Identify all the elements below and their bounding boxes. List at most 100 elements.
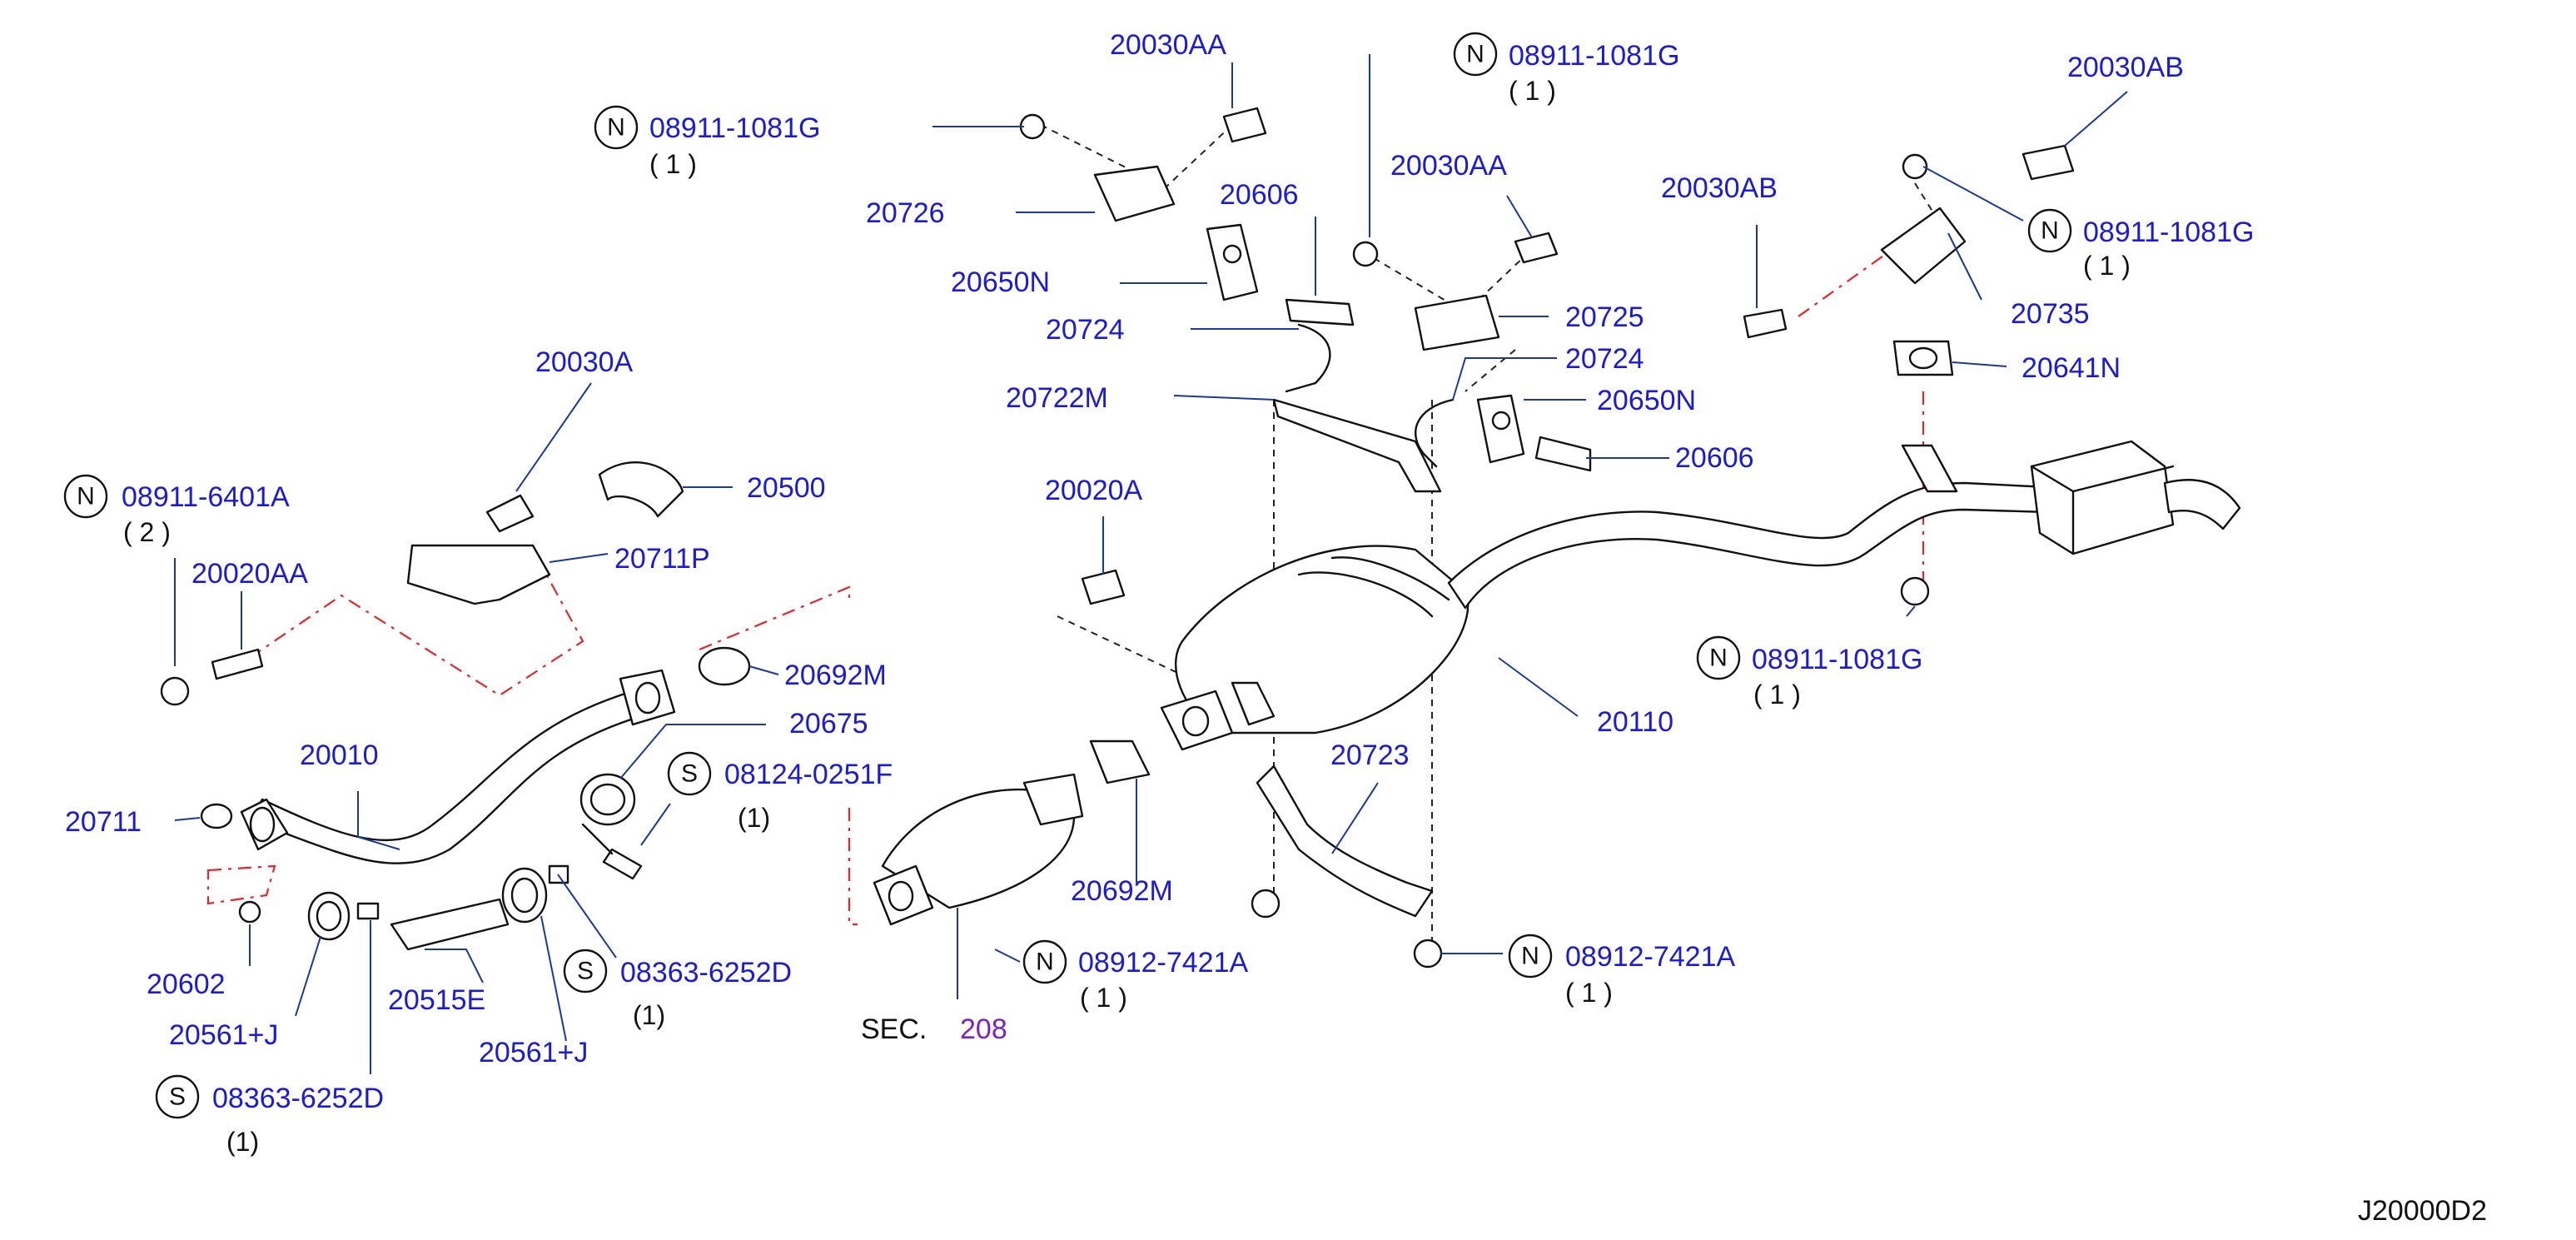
part-number-label: 08911-1081G bbox=[2083, 217, 2254, 248]
callout-circle-s bbox=[563, 949, 608, 993]
part-number-label: 20561+J bbox=[169, 1019, 278, 1051]
part-number-label: 20020AA bbox=[191, 558, 308, 590]
part-number-label: 20515E bbox=[388, 984, 485, 1016]
callout-labels: N 08911-1081G ( 1 ) 20030AA N 08911-1081… bbox=[63, 29, 2487, 1227]
stud-20724-right bbox=[1415, 398, 1455, 468]
center-muffler-20110 bbox=[1160, 545, 1470, 751]
part-number-label: 20606 bbox=[1220, 179, 1299, 211]
bolt-20030AB-mid bbox=[1743, 308, 1788, 339]
callout-prefix: N bbox=[1466, 41, 1484, 68]
part-number-label: 20726 bbox=[866, 197, 945, 229]
clamp-20561J-left bbox=[307, 891, 380, 941]
callout-circle-n bbox=[594, 105, 639, 150]
part-number-label: 20692M bbox=[1071, 875, 1173, 907]
bolt-20606-top bbox=[1285, 298, 1355, 326]
callout-prefix: N bbox=[1521, 943, 1539, 970]
part-number-label: 20723 bbox=[1330, 740, 1410, 771]
clamp-20675 bbox=[579, 773, 636, 826]
part-number-label: 08911-1081G bbox=[1752, 644, 1922, 675]
part-number-label: 20110 bbox=[1597, 706, 1673, 738]
part-number-label: 20650N bbox=[1597, 385, 1696, 416]
callout-circle-n bbox=[1508, 934, 1553, 979]
bracket-20711P bbox=[406, 544, 551, 605]
part-number-label: 20675 bbox=[789, 708, 868, 740]
quantity-label: (1) bbox=[633, 1000, 665, 1030]
connector-20515E bbox=[390, 898, 510, 951]
part-number-label: 20711P bbox=[614, 543, 710, 575]
part-number-label: 20602 bbox=[147, 969, 226, 1000]
bolt-20606-right bbox=[1534, 436, 1592, 472]
bracket-20725 bbox=[1414, 294, 1500, 351]
heat-shield-20500 bbox=[598, 461, 684, 518]
stud-20020AA bbox=[211, 648, 264, 680]
nut-08911-1081G-top bbox=[1352, 241, 1379, 267]
callout-circle-s bbox=[667, 751, 712, 796]
part-number-label: 20724 bbox=[1565, 343, 1644, 375]
nut-08911-1081G-right bbox=[1902, 153, 1928, 180]
part-number-label: 08912-7421A bbox=[1078, 947, 1249, 979]
bolt-20030A bbox=[485, 494, 535, 533]
callout-prefix: N bbox=[77, 483, 95, 510]
bolt-08124-0251F bbox=[581, 823, 643, 880]
part-number-label: 20030AA bbox=[1390, 150, 1507, 182]
assembly-dash-lines bbox=[1040, 124, 1957, 941]
part-number-label: 20711 bbox=[65, 806, 142, 838]
part-number-label: 08363-6252D bbox=[620, 957, 792, 989]
red-centerlines bbox=[206, 232, 1925, 926]
bolt-20030AA-mid bbox=[1514, 232, 1559, 264]
section-ref-number[interactable]: 208 bbox=[960, 1013, 1007, 1045]
quantity-label: (1) bbox=[226, 1127, 259, 1157]
part-number-label: 08911-6401A bbox=[122, 481, 290, 513]
part-drawings bbox=[160, 107, 2241, 969]
part-number-label: 20030AA bbox=[1110, 29, 1226, 61]
stud-20724-left bbox=[1285, 323, 1331, 393]
hanger-20723 bbox=[1256, 764, 1434, 918]
insulator-20650N-left bbox=[1206, 223, 1259, 301]
part-number-label: 20010 bbox=[300, 740, 379, 771]
quantity-label: ( 1 ) bbox=[1753, 680, 1801, 710]
part-number-label: 20722M bbox=[1006, 382, 1108, 414]
callout-circle-n bbox=[1022, 939, 1067, 984]
quantity-label: ( 1 ) bbox=[1509, 76, 1556, 106]
quantity-label: ( 1 ) bbox=[2083, 251, 2131, 281]
part-number-label: 08124-0251F bbox=[724, 759, 893, 790]
front-pipe-20010 bbox=[240, 669, 676, 864]
nut-08911-1081G-left bbox=[1019, 113, 1046, 140]
part-number-label: 20725 bbox=[1565, 301, 1644, 333]
quantity-label: ( 2 ) bbox=[123, 517, 171, 547]
part-number-label: 08912-7421A bbox=[1565, 941, 1736, 973]
nut-08912-7421A-left bbox=[1251, 889, 1281, 919]
quantity-label: (1) bbox=[738, 803, 770, 833]
bolt-20030AB-top bbox=[2022, 144, 2075, 181]
bracket-rear-stud bbox=[1901, 444, 1958, 493]
part-number-label: 20020A bbox=[1045, 475, 1143, 506]
callout-circle-s bbox=[155, 1074, 200, 1119]
callout-circle-n bbox=[1696, 635, 1741, 680]
leader-lines bbox=[174, 54, 2128, 1074]
nut-08912-7421A-right bbox=[1413, 939, 1443, 969]
rear-muffler bbox=[2030, 440, 2241, 555]
quantity-label: ( 1 ) bbox=[649, 149, 697, 179]
gasket-20692M-lower bbox=[1089, 740, 1151, 784]
hanger-20722M bbox=[1272, 398, 1442, 493]
callout-prefix: N bbox=[2041, 217, 2059, 245]
clamp-20561J-right bbox=[501, 864, 569, 924]
part-number-label: 20724 bbox=[1046, 314, 1125, 346]
part-number-label: 08911-1081G bbox=[649, 112, 820, 144]
bracket-20726 bbox=[1093, 165, 1176, 222]
bolt-20030AA-top bbox=[1222, 107, 1267, 143]
callout-prefix: S bbox=[169, 1083, 186, 1111]
part-number-label: 08363-6252D bbox=[212, 1083, 384, 1114]
part-number-label: 20641N bbox=[2022, 352, 2121, 384]
nut-20602 bbox=[238, 900, 261, 924]
callout-prefix: N bbox=[1709, 645, 1728, 672]
quantity-label: ( 1 ) bbox=[1565, 978, 1613, 1008]
callout-circle-n bbox=[1453, 32, 1498, 77]
bracket-20735 bbox=[1880, 207, 1967, 285]
part-number-label: 20030AB bbox=[1661, 172, 1778, 204]
part-number-label: 20735 bbox=[2011, 298, 2090, 330]
gasket-20692M-upper bbox=[698, 646, 751, 686]
part-number-label: 20692M bbox=[784, 660, 887, 691]
